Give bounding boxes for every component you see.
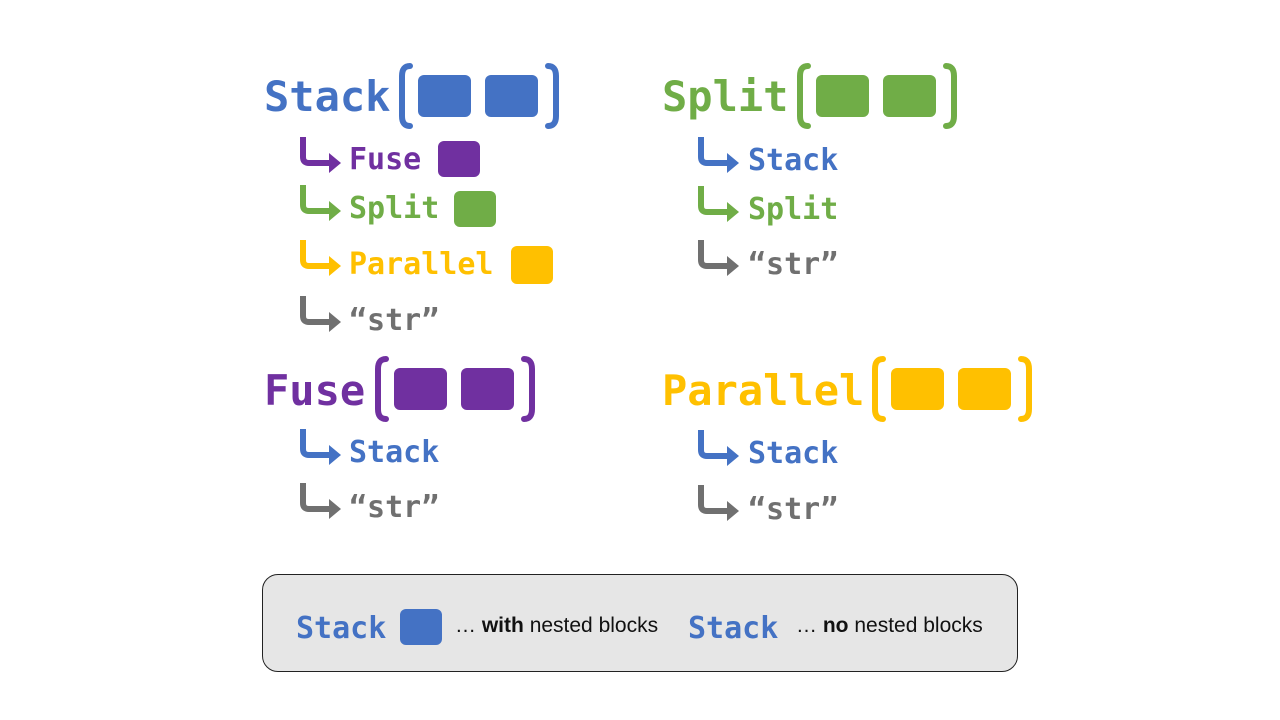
legend-with-prefix: …: [455, 614, 476, 637]
split-child-split: Split: [748, 192, 839, 227]
fuse-bracket-icon: [375, 356, 535, 422]
stack-bracket-icon: [399, 63, 559, 129]
legend-with-nested-label: Stack: [296, 611, 387, 646]
legend-no-suffix: nested blocks: [854, 614, 983, 637]
arrow-icon: [300, 185, 341, 221]
legend-with-suffix: nested blocks: [529, 614, 659, 637]
split-child-str: “str”: [748, 247, 839, 282]
arrow-icon: [698, 186, 739, 222]
parallel-bracket-icon: [872, 356, 1032, 422]
stack-child-fuse: Fuse: [349, 142, 422, 177]
fuse-child-stack: Stack: [349, 435, 440, 470]
arrow-icon: [698, 485, 739, 521]
legend-nested-square: [400, 609, 442, 645]
legend-with-bold: with: [481, 614, 524, 637]
legend-no-prefix: …: [796, 614, 817, 637]
split-title: Split: [662, 72, 789, 121]
nested-block-square: [454, 191, 496, 227]
legend-with-nested-text: … with nested blocks: [455, 614, 658, 638]
nested-block-square: [438, 141, 480, 177]
arrow-icon: [698, 430, 739, 466]
legend-no-nested-text: … no nested blocks: [796, 614, 983, 638]
nested-block-square: [511, 246, 553, 284]
arrow-icon: [698, 137, 739, 173]
arrow-icon: [300, 137, 341, 173]
split-child-stack: Stack: [748, 143, 839, 178]
fuse-child-str: “str”: [349, 490, 440, 525]
fuse-title: Fuse: [264, 366, 366, 415]
arrow-icon: [300, 296, 341, 332]
arrow-icon: [300, 429, 341, 465]
legend-box: [262, 574, 1018, 672]
stack-child-str: “str”: [349, 303, 440, 338]
arrow-icon: [300, 240, 341, 276]
stack-title: Stack: [264, 72, 391, 121]
parallel-child-stack: Stack: [748, 436, 839, 471]
stack-child-split: Split: [349, 191, 440, 226]
parallel-title: Parallel: [662, 366, 865, 415]
arrow-icon: [300, 483, 341, 519]
arrow-icon: [698, 240, 739, 276]
stack-child-parallel: Parallel: [349, 247, 494, 282]
legend-no-bold: no: [822, 614, 849, 637]
parallel-child-str: “str”: [748, 492, 839, 527]
legend-no-nested-label: Stack: [688, 611, 779, 646]
split-bracket-icon: [797, 63, 957, 129]
